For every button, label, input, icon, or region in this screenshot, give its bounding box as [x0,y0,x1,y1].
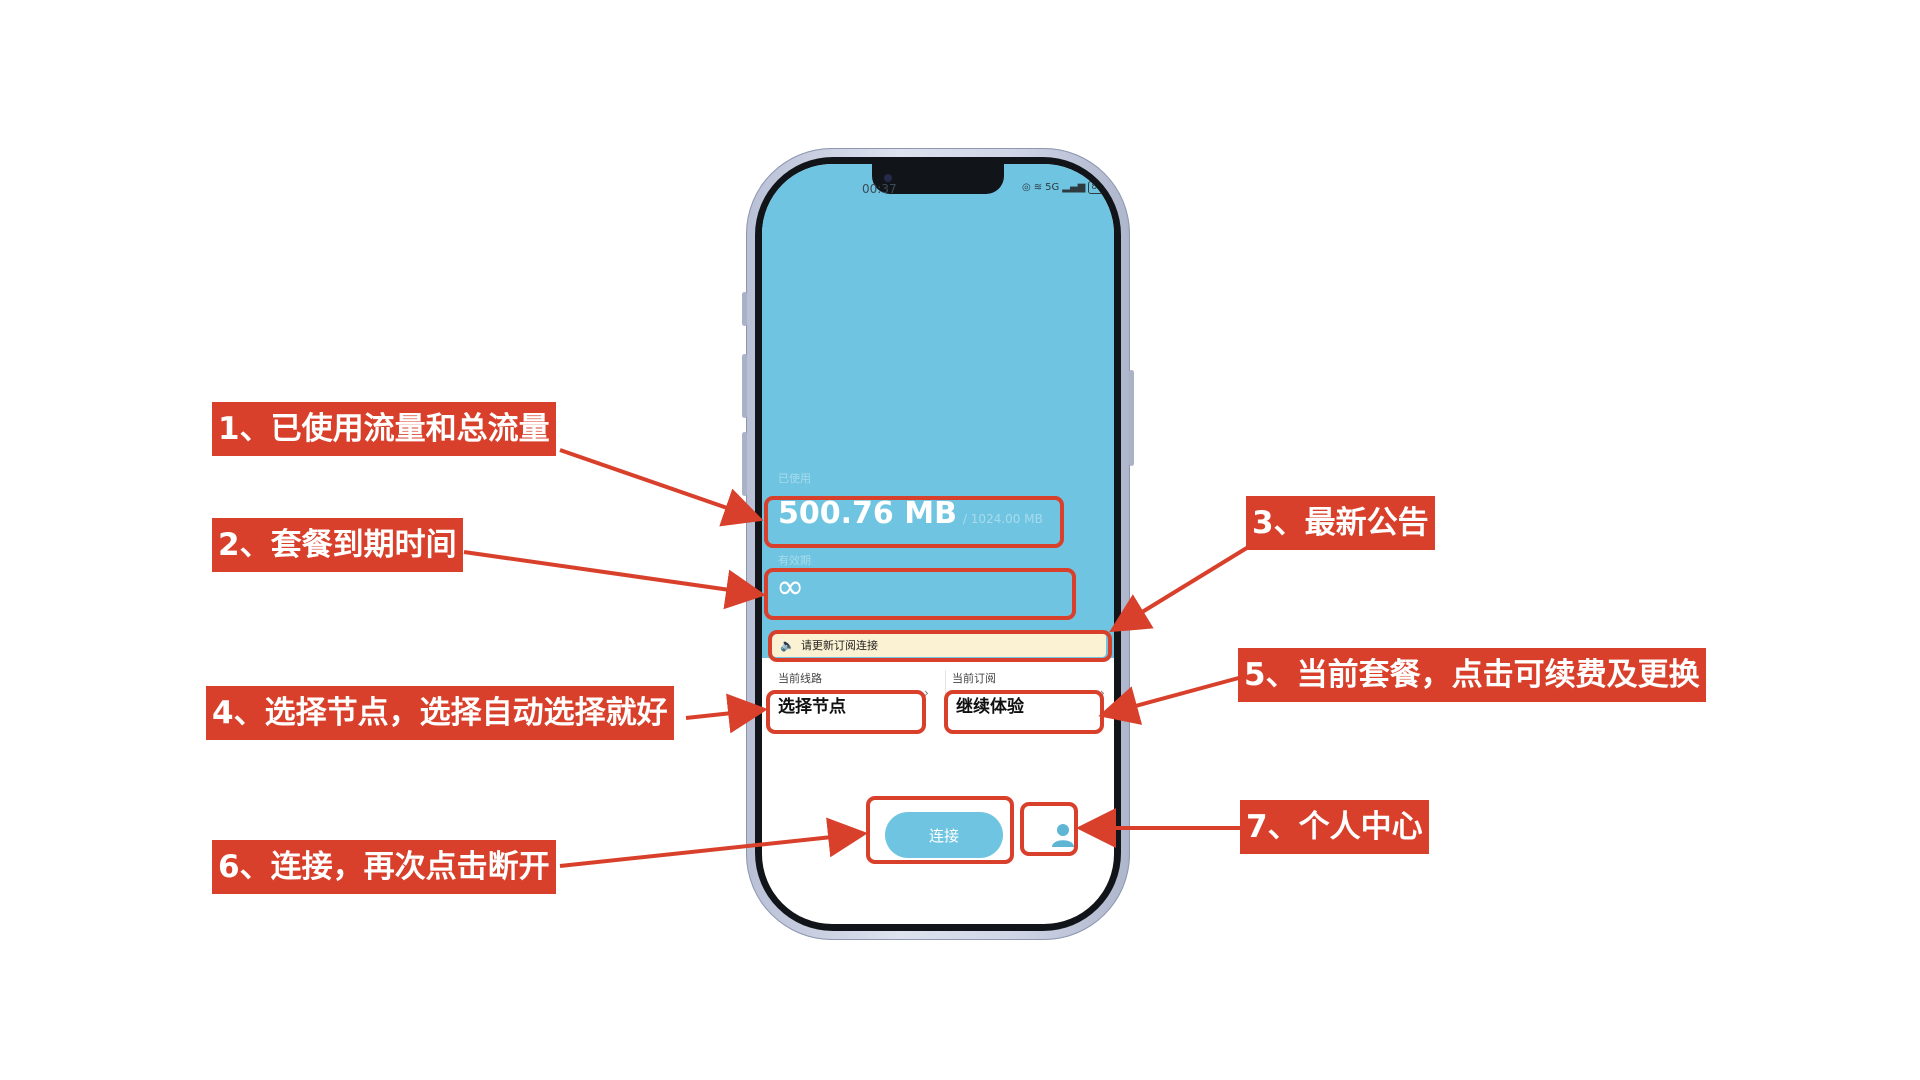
used-traffic: 500.76 MB [778,496,957,531]
validity-value: ∞ [776,567,805,607]
callout-4: 4、选择节点，选择自动选择就好 [206,686,674,740]
connect-button[interactable]: 连接 [885,812,1003,858]
arrow-traffic [559,448,764,527]
arrow-announcement [1109,544,1252,633]
highlight-announcement [768,630,1112,662]
callout-2: 2、套餐到期时间 [212,518,463,572]
callout-6: 6、连接，再次点击断开 [212,840,556,894]
callout-1: 1、已使用流量和总流量 [212,402,556,456]
used-label: 已使用 [778,472,811,485]
front-camera [884,174,892,182]
phone-volume-up-button [742,354,747,418]
alarm-icon: ◎ [1022,182,1031,193]
speaker-icon: 🔈 [780,638,795,652]
header-panel [762,164,1114,658]
validity-label: 有效期 [778,554,811,567]
user-icon [1052,824,1074,847]
select-node-label: 选择节点 [778,696,846,717]
total-traffic: / 1024.00 MB [962,512,1043,526]
callout-7: 7、个人中心 [1240,800,1429,854]
arrow-validity [463,550,766,610]
highlight-connect [866,796,1014,864]
profile-button[interactable] [1040,812,1086,858]
phone-volume-down-button [742,432,747,496]
highlight-profile [1020,802,1078,856]
subscription-value: 继续体验 [956,696,1024,717]
route-label: 当前线路 [778,672,822,685]
announcement-banner[interactable]: 🔈 请更新订阅连接 [772,633,1106,657]
network-type: 5G [1045,182,1060,193]
traffic-usage: 500.76 MB / 1024.00 MB [778,496,1043,531]
route-chevron-icon: › [924,686,929,700]
callout-5: 5、当前套餐，点击可续费及更换 [1238,648,1706,702]
status-time: 00:37 [862,182,897,196]
callout-3: 3、最新公告 [1246,496,1435,550]
highlight-traffic [764,496,1064,548]
subscription-button[interactable]: 继续体验 [950,685,1110,723]
battery-icon: 83 [1088,181,1106,194]
announcement-text: 请更新订阅连接 [800,639,878,652]
highlight-select-node [766,690,926,734]
status-icons: ◎ ≋ 5G ▂▄▆ 83 [1022,181,1106,194]
signal-icon: ▂▄▆ [1062,182,1086,193]
phone-action-button [742,292,747,326]
subscription-label: 当前订阅 [952,672,996,685]
connect-label: 连接 [928,826,959,845]
highlight-subscription [944,690,1104,734]
notch [872,164,1004,194]
select-node-button[interactable]: 选择节点 [772,685,938,723]
wifi-icon: ≋ [1033,182,1043,193]
highlight-validity [764,568,1076,620]
phone-power-button [1129,370,1134,466]
